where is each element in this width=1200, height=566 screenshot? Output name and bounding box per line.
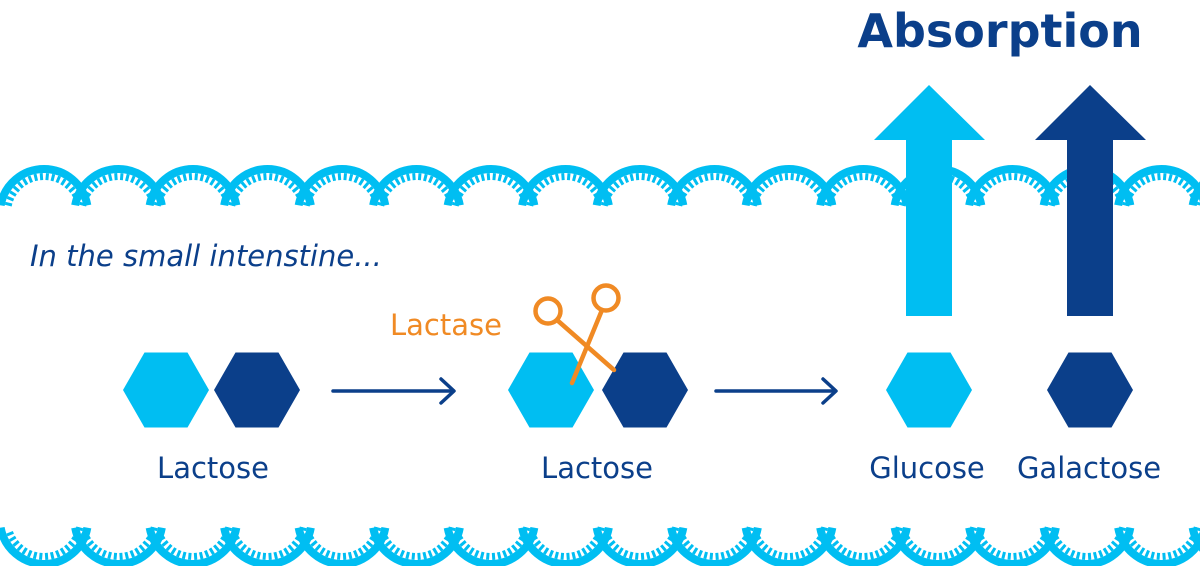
absorption-title: Absorption <box>857 4 1142 58</box>
intro-text: In the small intenstine... <box>30 239 382 273</box>
glucose-hexagon <box>508 352 594 428</box>
reaction-arrow <box>714 377 838 405</box>
galactose-hexagon <box>214 352 300 428</box>
absorption-arrow-galactose <box>1035 85 1146 316</box>
galactose-hexagon <box>1047 352 1133 428</box>
glucose-hexagon <box>123 352 209 428</box>
lactose-molecule <box>123 352 300 428</box>
scissors-icon <box>533 283 621 386</box>
absorption-arrow-glucose <box>874 85 985 316</box>
villus-arc <box>1188 526 1200 552</box>
villus-arc <box>1114 165 1200 207</box>
lactose-label: Lactose <box>541 451 653 485</box>
galactose-hexagon <box>602 352 688 428</box>
intestine-wall-bottom <box>0 526 1200 566</box>
lactose-molecule-cutting <box>508 352 688 428</box>
lactase-label: Lactase <box>390 308 502 342</box>
intestine-wall-top <box>0 165 1200 207</box>
villus-arc <box>1114 526 1200 566</box>
lactose-label: Lactose <box>157 451 269 485</box>
reaction-arrow <box>331 377 456 405</box>
glucose-hexagon <box>886 352 972 428</box>
glucose-label: Glucose <box>869 451 985 485</box>
villus-arc <box>1188 181 1200 207</box>
galactose-label: Galactose <box>1017 451 1161 485</box>
